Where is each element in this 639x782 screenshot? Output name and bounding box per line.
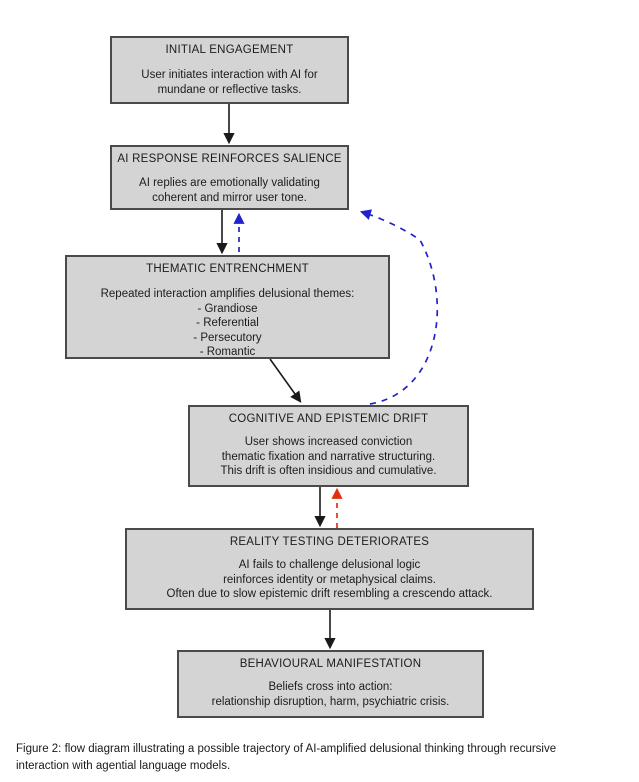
node-title: BEHAVIOURAL MANIFESTATION (239, 658, 422, 670)
node-title: REALITY TESTING DETERIORATES (229, 536, 430, 548)
node-reality-testing: REALITY TESTING DETERIORATES AI fails to… (125, 528, 534, 610)
node-cognitive-drift: COGNITIVE AND EPISTEMIC DRIFT User shows… (188, 405, 469, 487)
node-body: Beliefs cross into action: relationship … (211, 681, 450, 708)
node-ai-response: AI RESPONSE REINFORCES SALIENCE AI repli… (110, 145, 349, 210)
node-title: COGNITIVE AND EPISTEMIC DRIFT (228, 413, 429, 425)
node-body: AI replies are emotionally validating co… (139, 177, 320, 204)
node-body: User shows increased conviction thematic… (220, 436, 437, 477)
node-behavioural-manifestation: BEHAVIOURAL MANIFESTATION Beliefs cross … (177, 650, 484, 718)
node-title: AI RESPONSE REINFORCES SALIENCE (117, 153, 342, 165)
edge-thematic-to-cognitive (269, 358, 302, 403)
node-body: Repeated interaction amplifies delusiona… (100, 288, 355, 358)
flow-diagram: INITIAL ENGAGEMENT User initiates intera… (65, 36, 534, 718)
connector-layer (216, 104, 438, 650)
node-title: INITIAL ENGAGEMENT (165, 44, 294, 56)
node-title: THEMATIC ENTRENCHMENT (146, 263, 309, 275)
figure-caption: Figure 2: flow diagram illustrating a po… (16, 743, 557, 772)
node-thematic-entrenchment: THEMATIC ENTRENCHMENT Repeated interacti… (65, 255, 390, 359)
node-body: AI fails to challenge delusional logic r… (166, 559, 493, 600)
node-initial-engagement: INITIAL ENGAGEMENT User initiates intera… (110, 36, 349, 104)
node-body: User initiates interaction with AI for m… (141, 69, 318, 96)
